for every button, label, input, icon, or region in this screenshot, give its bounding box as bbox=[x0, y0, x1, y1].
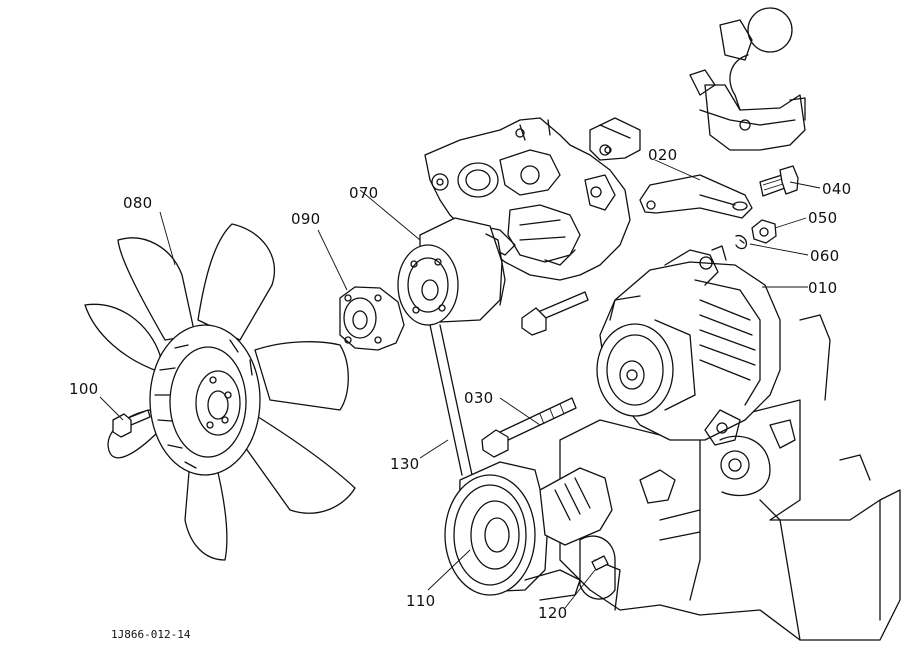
alternator-010-icon bbox=[596, 245, 781, 446]
leader-lines bbox=[99, 159, 821, 609]
part-label-130: 130 bbox=[390, 455, 420, 473]
v-belt-130-icon bbox=[429, 324, 473, 476]
part-label-110: 110 bbox=[406, 592, 436, 610]
part-label-090: 090 bbox=[291, 210, 321, 228]
adjusting-bracket-icon bbox=[589, 117, 753, 219]
washer-060-icon bbox=[735, 234, 748, 250]
tension-bolt-icon bbox=[521, 291, 589, 336]
part-label-040: 040 bbox=[822, 180, 852, 198]
part-label-030: 030 bbox=[464, 389, 494, 407]
crank-bolt-030-icon bbox=[481, 397, 577, 458]
part-label-120: 120 bbox=[538, 604, 568, 622]
fan-pulley-070-icon bbox=[397, 217, 506, 326]
part-label-060: 060 bbox=[810, 247, 840, 265]
thermostat-housing-icon bbox=[689, 7, 806, 151]
cooling-fan-080-icon bbox=[84, 223, 356, 561]
fan-bolt-100-icon bbox=[112, 409, 151, 438]
engine-block-icon bbox=[559, 314, 901, 641]
part-label-080: 080 bbox=[123, 194, 153, 212]
part-label-010: 010 bbox=[808, 279, 838, 297]
part-label-020: 020 bbox=[648, 146, 678, 164]
part-label-050: 050 bbox=[808, 209, 838, 227]
nut-050-icon bbox=[751, 219, 777, 244]
fan-spacer-090-icon bbox=[339, 286, 405, 351]
feather-key-120-icon bbox=[591, 555, 609, 571]
drawing-reference-code: 1J866-012-14 bbox=[111, 628, 191, 641]
crankshaft-pulley-110-icon bbox=[444, 461, 613, 601]
bolt-040-icon bbox=[759, 165, 799, 197]
part-label-100: 100 bbox=[69, 380, 99, 398]
part-label-070: 070 bbox=[349, 184, 379, 202]
